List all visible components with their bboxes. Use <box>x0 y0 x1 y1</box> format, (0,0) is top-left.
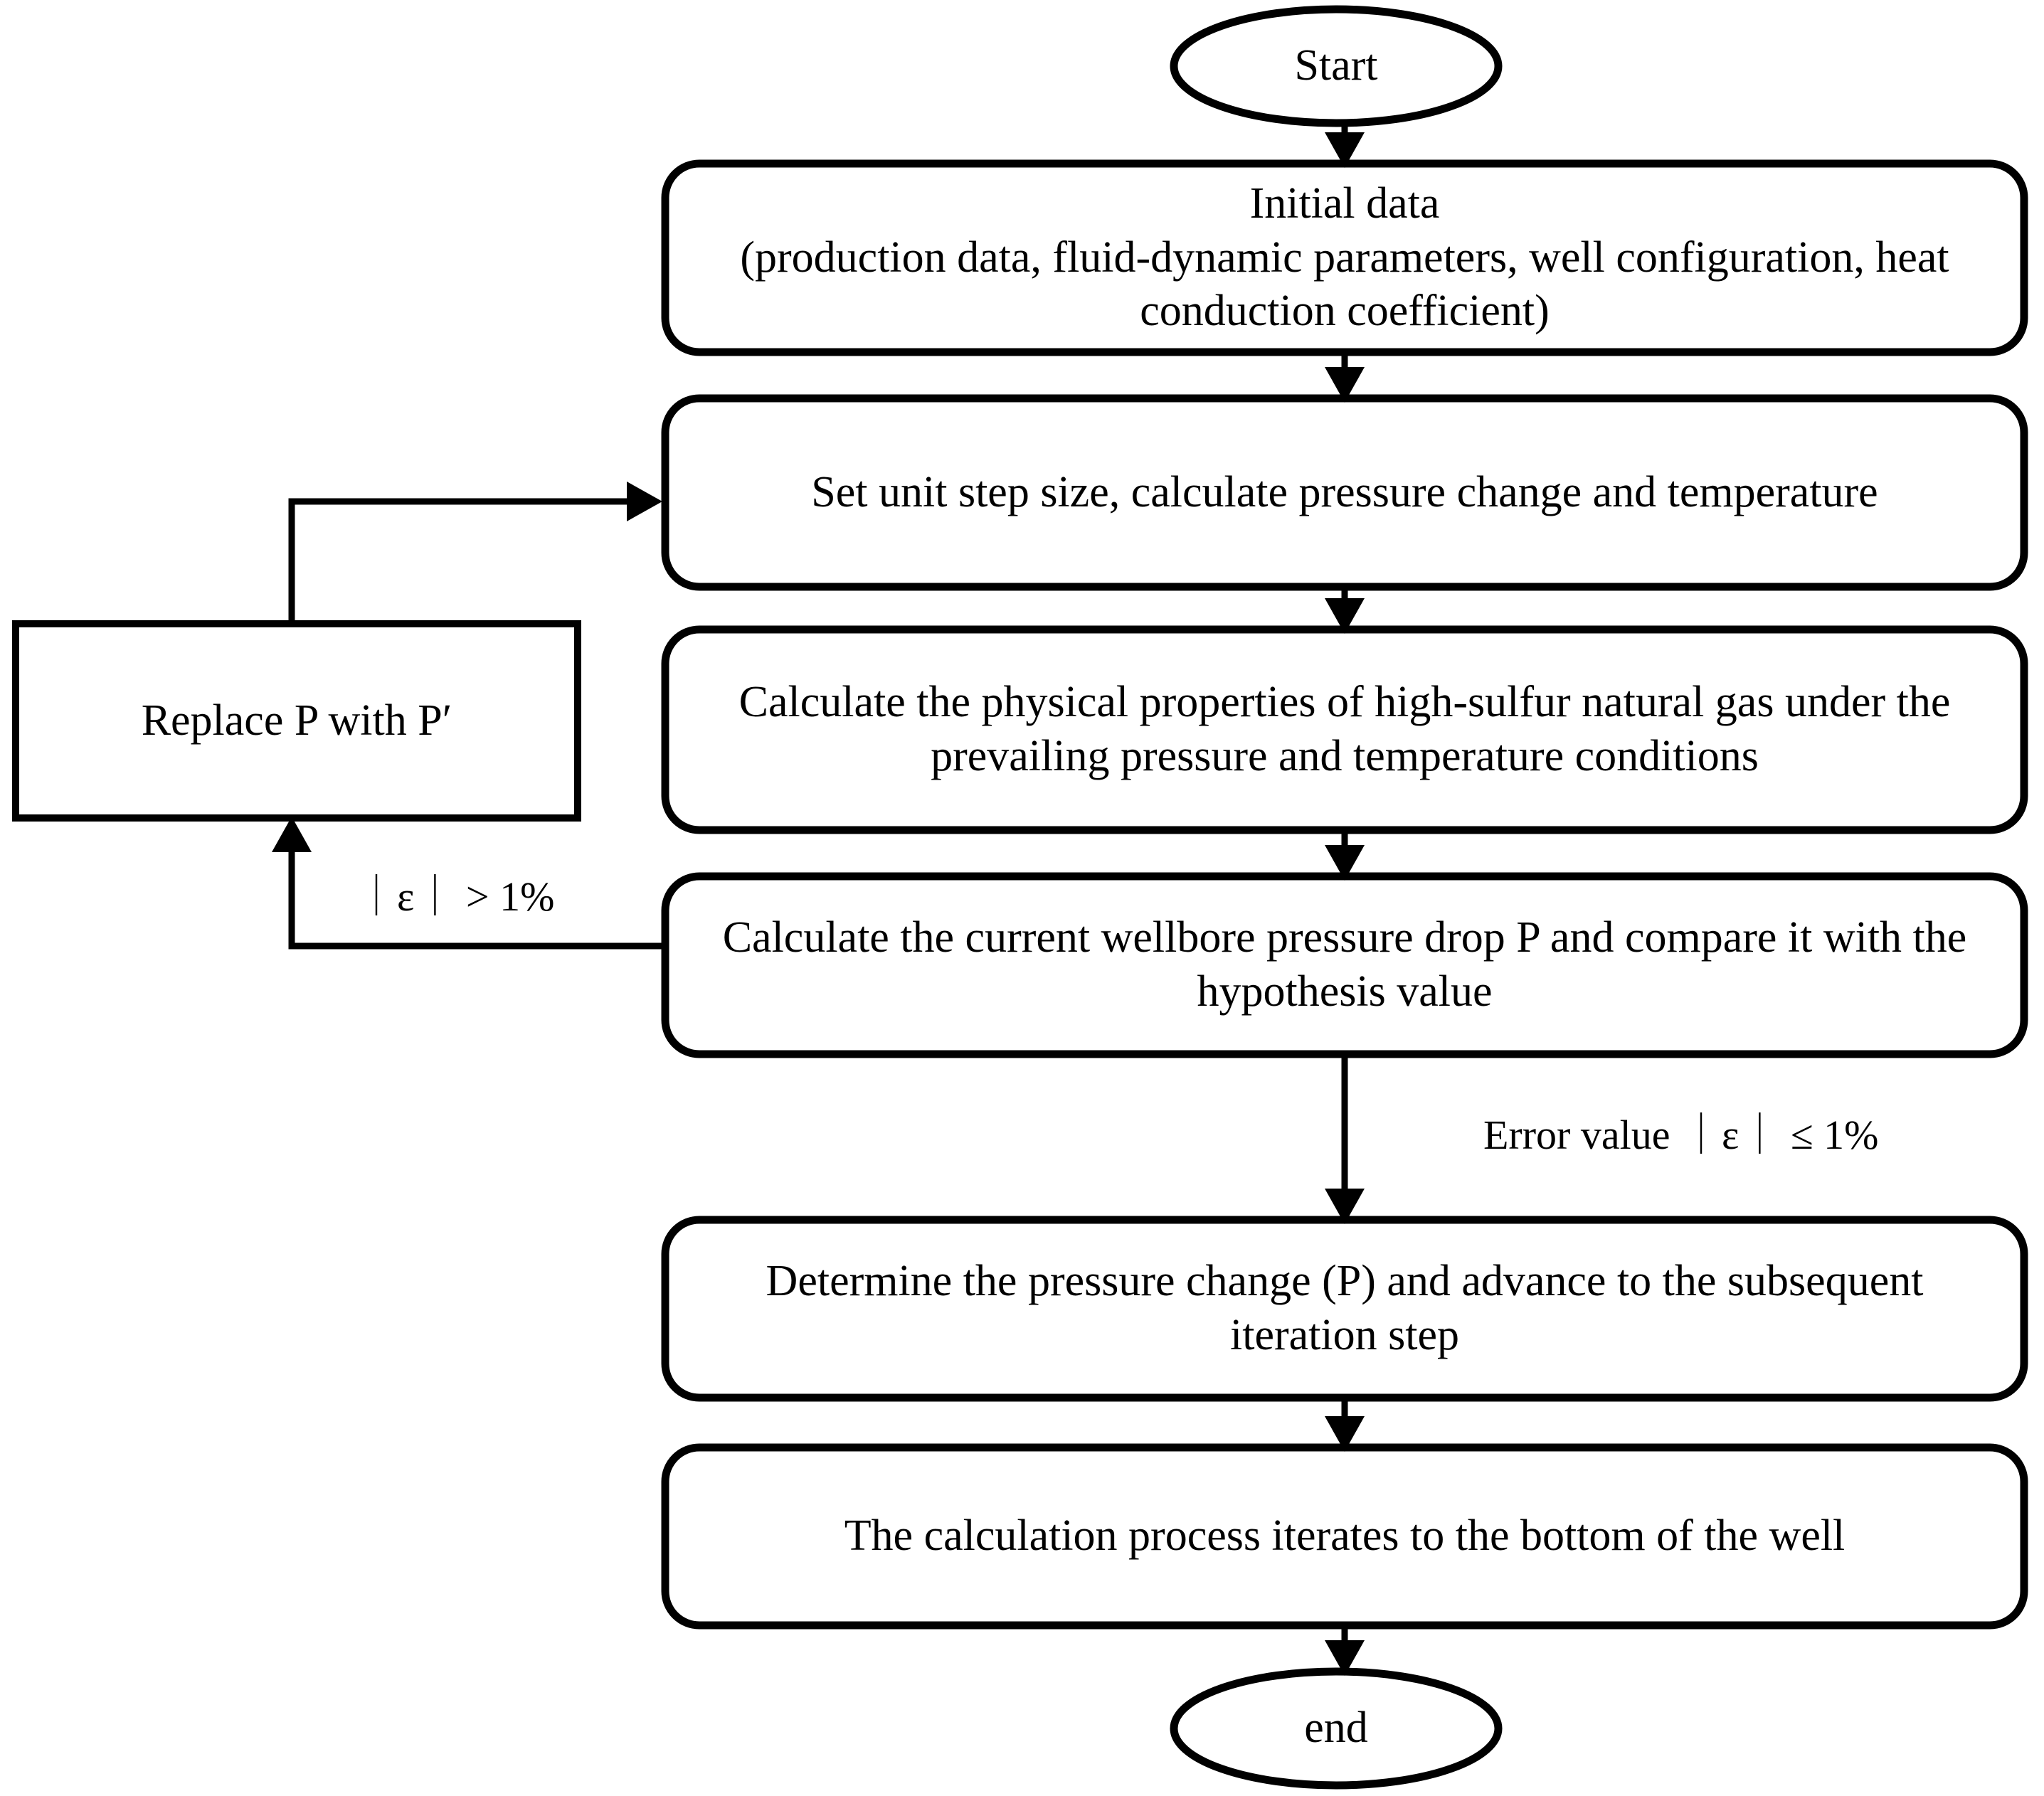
iterate-bottom-box-shape <box>661 1443 2028 1630</box>
arrowhead-start-to-initial-data <box>1325 132 1365 168</box>
arrowhead-pressure-drop-to-replace-p <box>272 817 312 852</box>
physical-props-box-shape <box>661 625 2028 834</box>
arrowhead-physical-props-to-pressure-drop <box>1325 845 1365 881</box>
set-step-box-shape <box>661 394 2028 591</box>
pressure-drop-box-shape <box>661 872 2028 1058</box>
arrowhead-pressure-drop-to-determine-change <box>1325 1189 1365 1224</box>
initial-data-box-shape <box>661 159 2028 356</box>
pass-condition-label: Error value ｜ε｜ ≤ 1% <box>1483 1112 1879 1158</box>
arrowhead-initial-data-to-set-step <box>1325 367 1365 403</box>
loop-back-condition-label: ｜ε｜ > 1% <box>356 873 555 920</box>
arrowhead-iterate-bottom-to-end <box>1325 1640 1365 1676</box>
replace-p-box-shape <box>12 620 581 822</box>
connector-replace-p-to-set-step <box>288 498 644 624</box>
arrowhead-determine-change-to-iterate-bottom <box>1325 1416 1365 1452</box>
arrowhead-replace-p-to-set-step <box>627 482 662 521</box>
connector-pressure-drop-to-replace-p <box>288 834 665 950</box>
determine-change-box-shape <box>661 1216 2028 1402</box>
start-terminator-shape <box>1170 5 1503 127</box>
arrowhead-set-step-to-physical-props <box>1325 598 1365 634</box>
end-terminator-shape <box>1170 1667 1503 1790</box>
